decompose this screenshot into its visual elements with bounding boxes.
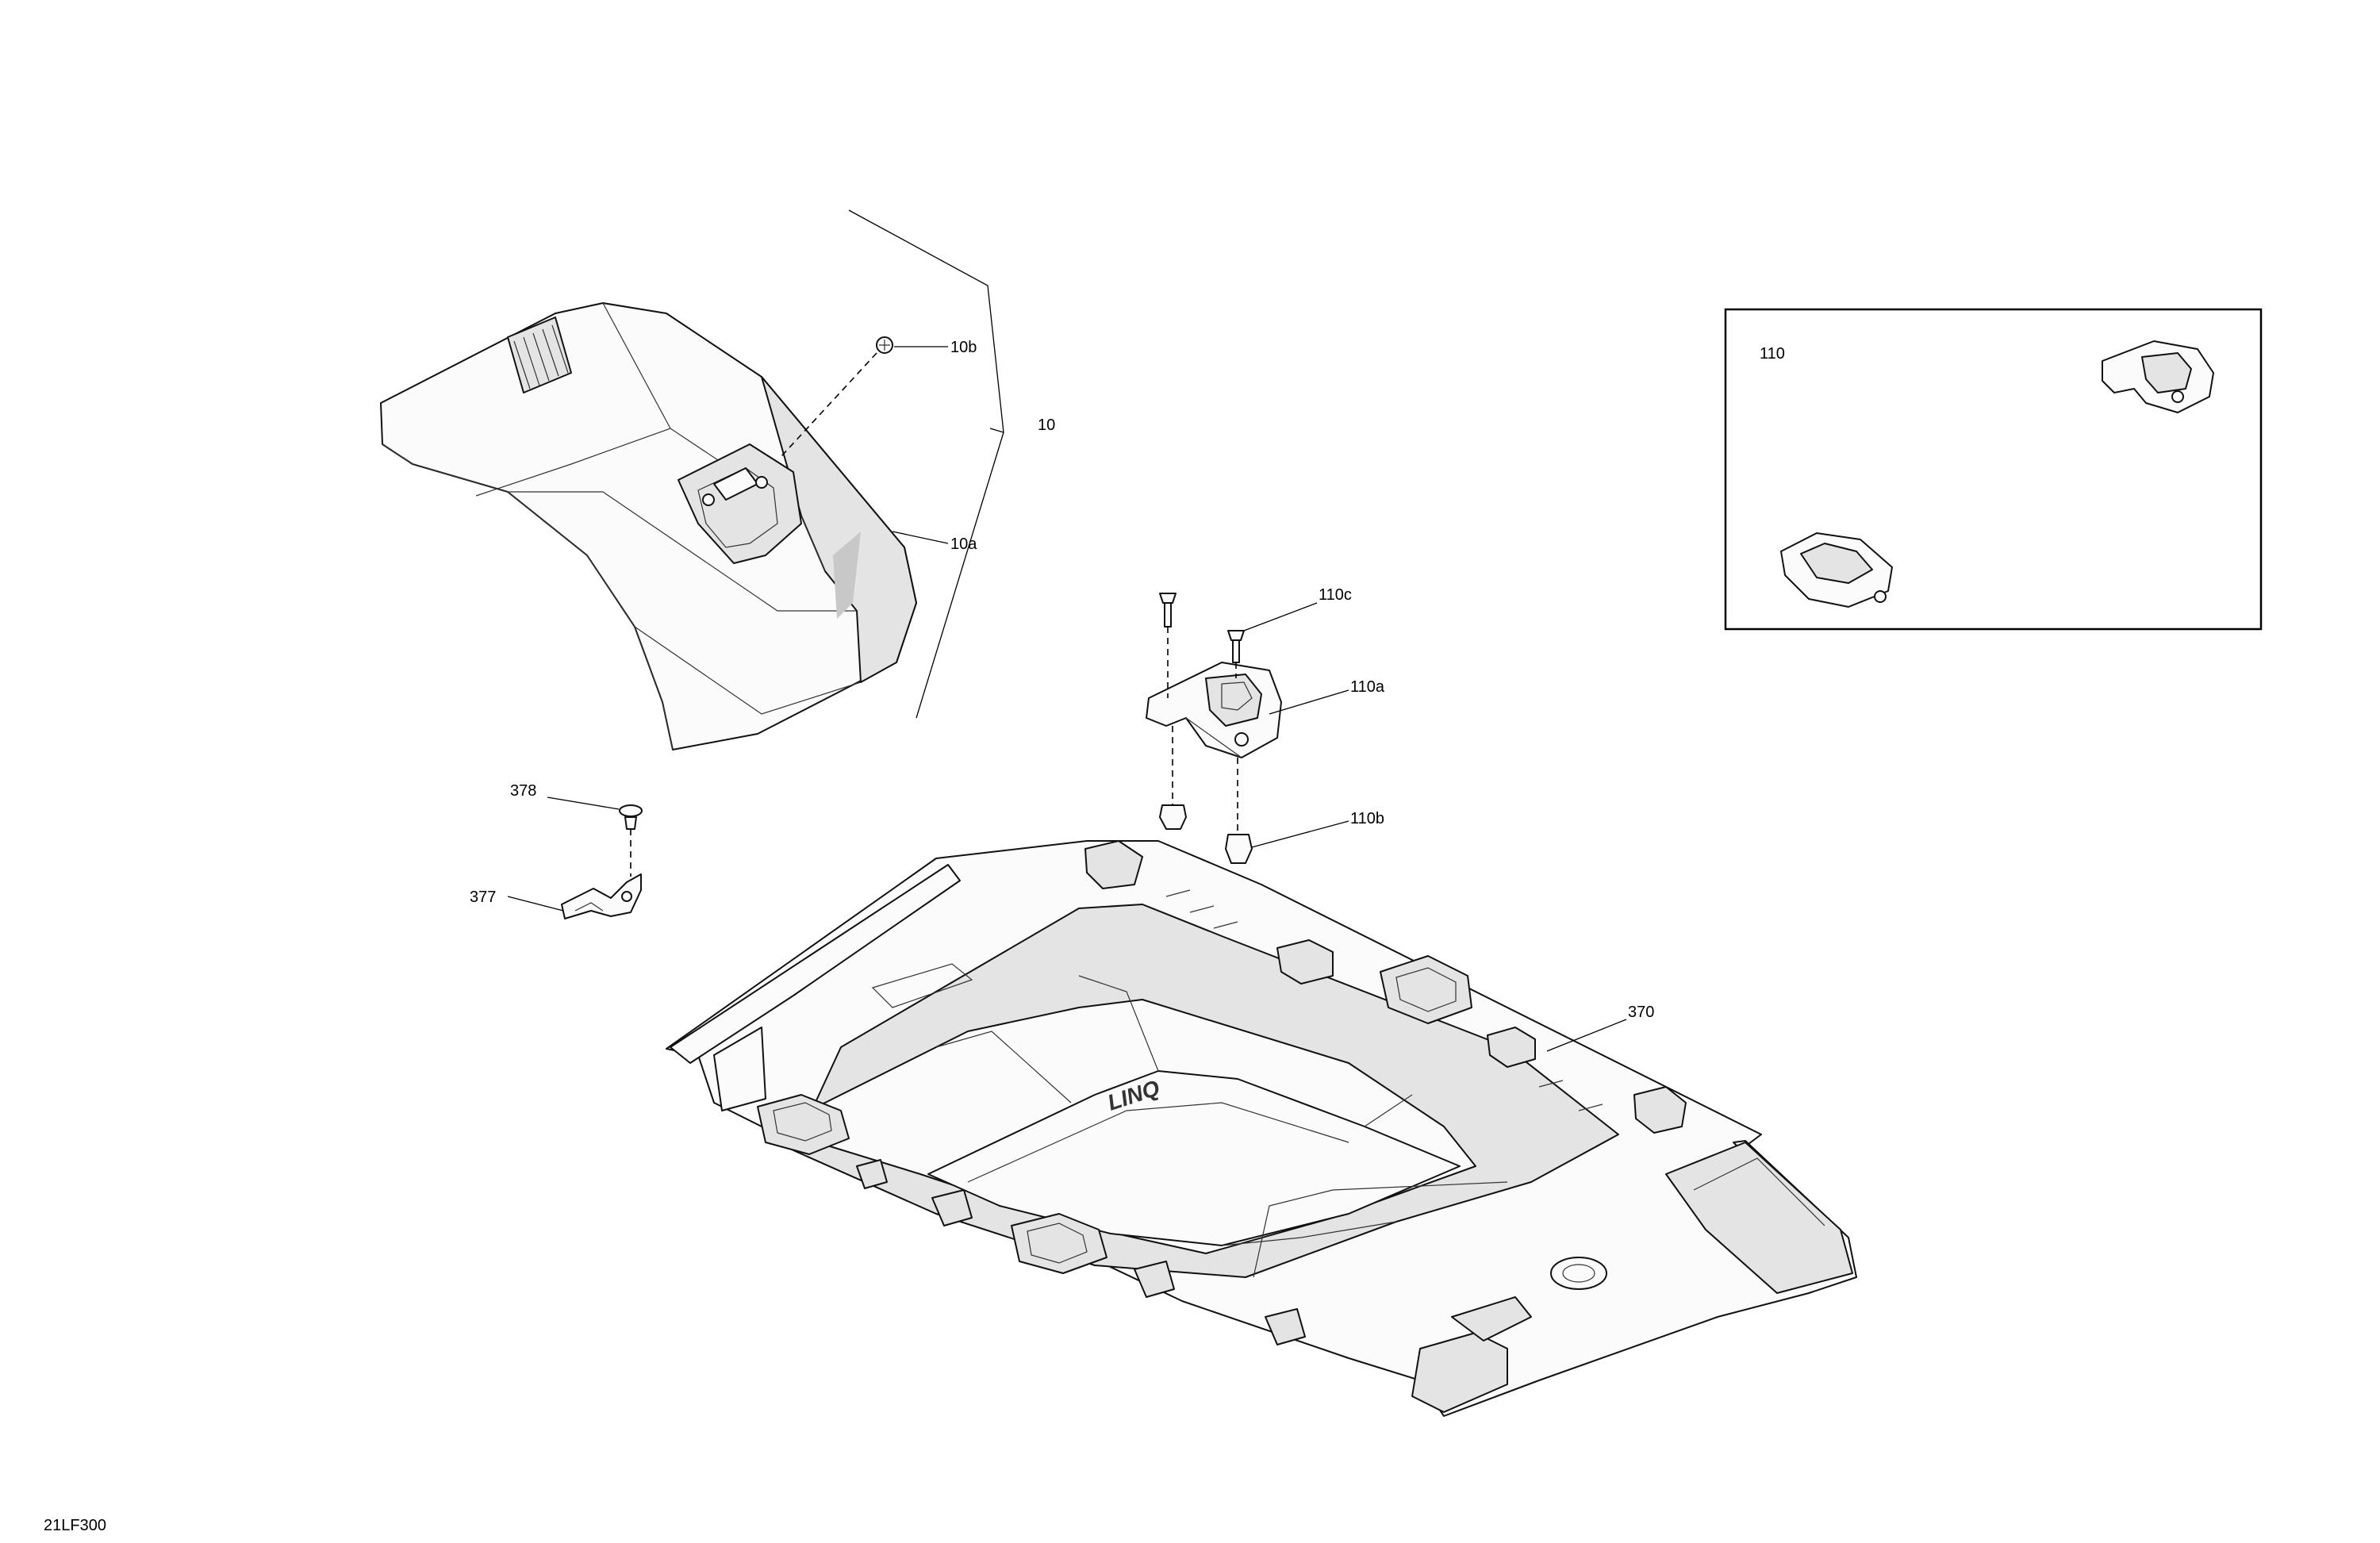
callout-377: 377	[470, 889, 496, 906]
callout-10a: 10a	[950, 535, 977, 553]
inset-part-110	[1724, 308, 2263, 631]
callout-10: 10	[1038, 416, 1055, 434]
callout-110b: 110b	[1350, 810, 1384, 827]
callout-378: 378	[510, 782, 536, 800]
callout-labels: 10 10a 10b 110c 110a 110b 370 378 377 11…	[470, 339, 1785, 1021]
callout-110a: 110a	[1350, 678, 1385, 696]
callout-110: 110	[1760, 345, 1785, 363]
part-10b-rivet	[781, 336, 893, 457]
callout-370: 370	[1628, 1004, 1654, 1021]
part-110a-anchor	[1146, 593, 1282, 864]
part-10-cover	[380, 302, 917, 750]
callout-110c: 110c	[1319, 586, 1352, 604]
leader-lines	[507, 209, 1627, 1052]
part-377-378-bracket	[561, 804, 643, 919]
drawing-id: 21LF300	[44, 1517, 106, 1534]
callout-10b: 10b	[950, 339, 977, 356]
part-370-cargo-box: LINQ	[666, 840, 1857, 1417]
